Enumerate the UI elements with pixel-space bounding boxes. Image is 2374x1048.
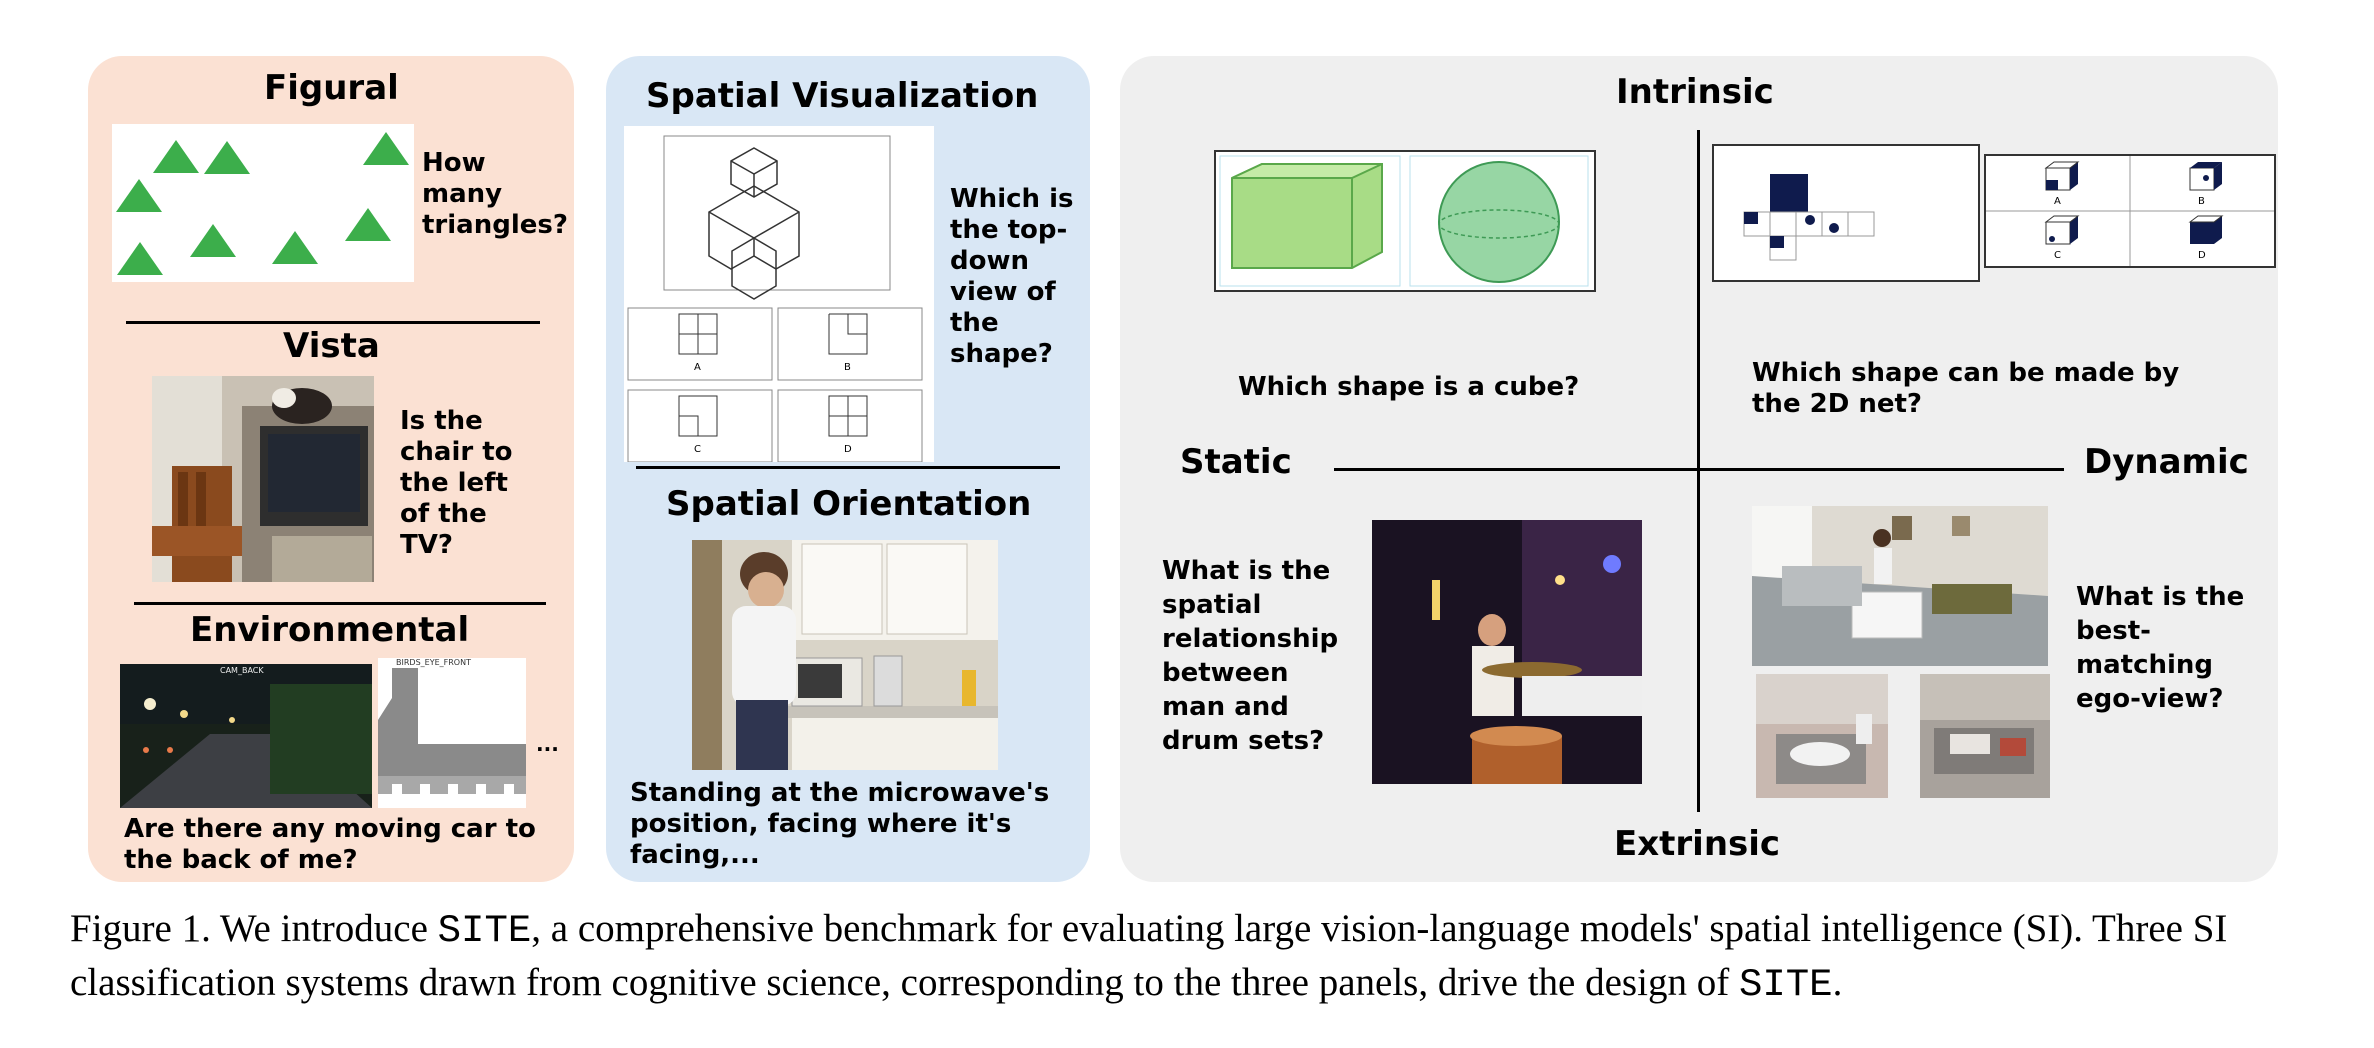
spatial-visualization-title: Spatial Visualization — [646, 76, 1039, 116]
drummer-photo — [1372, 520, 1642, 784]
cube-sphere-figure — [1214, 150, 1596, 292]
cube-sphere-drawing — [1219, 155, 1589, 287]
cube-options-drawing — [1986, 156, 2274, 266]
cube-options-figure: A B C D — [1984, 154, 2276, 268]
ego-view-question: What is the best-matching ego-view? — [2076, 582, 2245, 714]
caption-site-name-2: SITE — [1738, 963, 1833, 1007]
net-drawing — [1743, 174, 1875, 261]
horizontal-axis — [1334, 468, 2064, 471]
depth-map-image: BIRDS_EYE_FRONT — [378, 658, 526, 808]
viz-option-b: B — [844, 362, 851, 373]
depth-map-label: BIRDS_EYE_FRONT — [396, 658, 471, 667]
vertical-axis — [1697, 130, 1700, 812]
cube-option-a: A — [2054, 196, 2061, 207]
ego-view-photo-1 — [1756, 674, 1888, 798]
visualization-divider — [636, 466, 1060, 469]
ego-view-scene-2 — [1920, 674, 2050, 798]
cam-back-label: CAM_BACK — [220, 666, 264, 675]
night-road-photo: CAM_BACK — [120, 664, 372, 808]
cube-option-d: D — [2198, 250, 2206, 261]
environmental-ellipsis: ... — [536, 732, 559, 756]
viz-option-a: A — [694, 362, 701, 373]
intrinsic-extrinsic-panel: Intrinsic Extrinsic Static Dynamic Which… — [1120, 56, 2278, 882]
dynamic-label: Dynamic — [2084, 442, 2249, 482]
room-scene — [152, 376, 374, 582]
spatial-visualization-question: Which is the top-down view of the shape? — [950, 184, 1074, 369]
room-photo — [152, 376, 374, 582]
environmental-question: Are there any moving car to the back of … — [124, 814, 536, 875]
drum-question: What is the spatial relationship between… — [1162, 556, 1339, 756]
cube-question: Which shape is a cube? — [1238, 372, 1580, 402]
kitchen-scene — [692, 540, 998, 770]
triangles-image — [112, 124, 414, 282]
vista-title: Vista — [283, 326, 380, 366]
environmental-title: Environmental — [190, 610, 470, 650]
caption-site-name: SITE — [437, 909, 532, 953]
vista-divider — [134, 602, 546, 605]
depth-map-scene — [378, 658, 526, 808]
net-question: Which shape can be made by the 2D net? — [1752, 358, 2180, 419]
spatial-orientation-question: Standing at the microwave's position, fa… — [630, 778, 1050, 870]
figural-divider — [126, 321, 540, 324]
triangles-illustration — [116, 132, 409, 275]
ego-view-scene-1 — [1756, 674, 1888, 798]
kitchen-exo-photo — [1752, 506, 2048, 666]
figural-title: Figural — [264, 68, 399, 108]
static-label: Static — [1180, 442, 1292, 482]
drummer-scene — [1372, 520, 1642, 784]
caption-prefix: Figure 1. We introduce — [70, 907, 438, 950]
figural-question: How many triangles? — [422, 148, 568, 240]
night-road-scene — [120, 664, 372, 808]
caption-suffix: . — [1832, 961, 1843, 1004]
viz-option-c: C — [694, 444, 701, 455]
intrinsic-label: Intrinsic — [1616, 72, 1774, 112]
spatial-orientation-title: Spatial Orientation — [666, 484, 1032, 524]
cube-option-c: C — [2054, 250, 2061, 261]
ego-view-photo-2 — [1920, 674, 2050, 798]
caption-middle: , a comprehensive benchmark for evaluati… — [70, 907, 2228, 1004]
spatial-visualization-orientation-panel: Spatial Visualization A — [606, 56, 1090, 882]
extrinsic-label: Extrinsic — [1614, 824, 1781, 864]
isometric-shape-figure: A B C D — [624, 126, 934, 463]
figural-vista-environmental-panel: Figural How many triangles? Vista — [88, 56, 574, 882]
kitchen-photo — [692, 540, 998, 770]
viz-option-d: D — [844, 444, 852, 455]
net-figure — [1712, 144, 1980, 282]
cube-option-b: B — [2198, 196, 2205, 207]
kitchen-exo-scene — [1752, 506, 2048, 666]
vista-question: Is the chair to the left of the TV? — [400, 406, 513, 560]
isometric-shape-drawing — [627, 135, 923, 463]
figure-caption: Figure 1. We introduce SITE, a comprehen… — [70, 903, 2330, 1011]
